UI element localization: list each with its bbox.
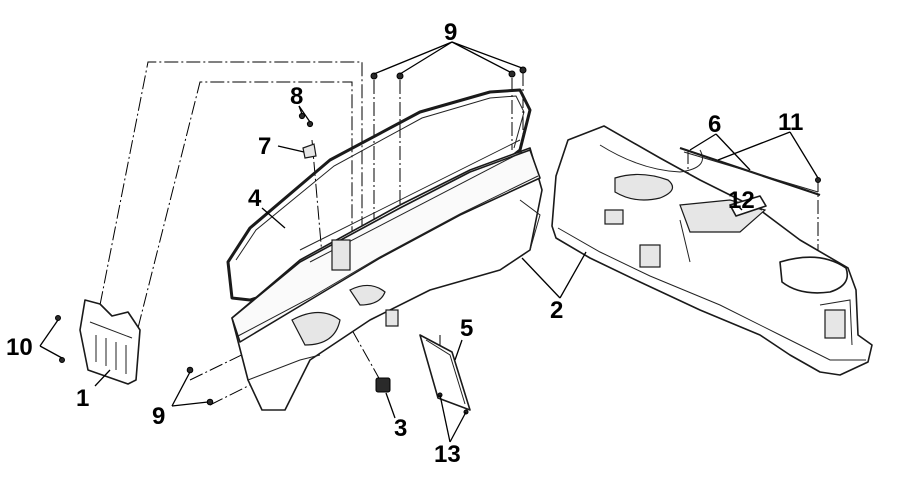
part-2-frame-body <box>551 125 873 376</box>
fasteners <box>55 66 821 415</box>
callout-5: 5 <box>460 315 473 342</box>
callout-9-top: 9 <box>444 19 457 46</box>
part-3-pad <box>375 377 391 393</box>
callout-13: 13 <box>434 441 461 468</box>
callout-7: 7 <box>258 133 271 160</box>
part-5-plate <box>419 334 471 411</box>
part-12-clip <box>729 195 767 217</box>
callout-4: 4 <box>248 185 262 212</box>
callout-2: 2 <box>550 297 563 324</box>
callout-9-bottom: 9 <box>152 403 165 430</box>
part-7-clip <box>302 143 317 159</box>
part-6-rod <box>679 146 821 197</box>
part-1-bracket <box>79 299 141 385</box>
callout-12: 12 <box>728 187 755 214</box>
callout-3: 3 <box>394 415 407 442</box>
callout-1: 1 <box>76 385 89 412</box>
leader-lines <box>39 41 819 443</box>
callout-11: 11 <box>778 109 803 136</box>
part-3-storage-box <box>231 139 543 411</box>
callout-6: 6 <box>708 111 721 138</box>
callout-10: 10 <box>6 334 33 361</box>
callout-labels: 9 8 7 4 6 11 12 2 5 10 1 9 3 13 <box>6 19 803 468</box>
callout-8: 8 <box>290 83 303 110</box>
